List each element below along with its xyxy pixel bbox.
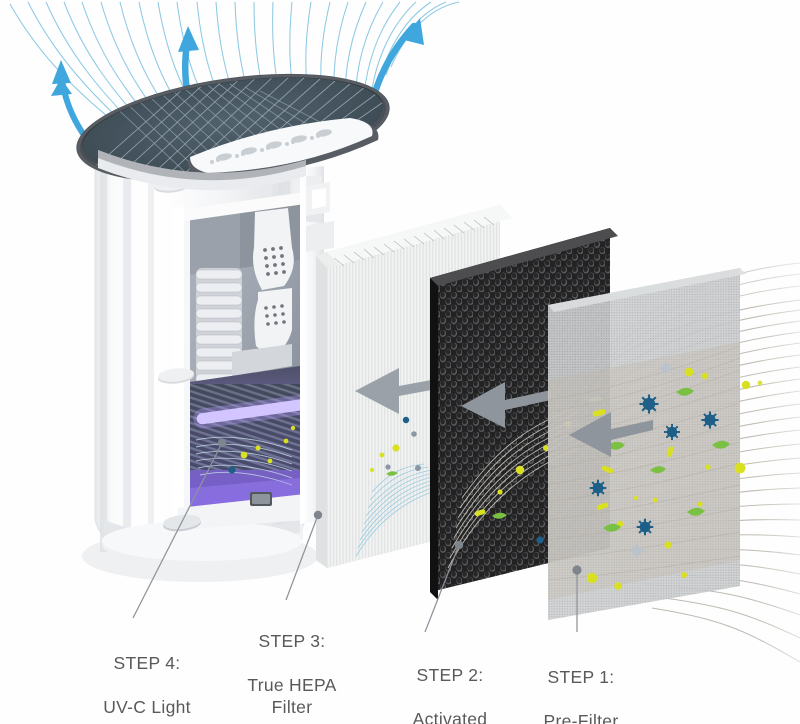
hepa-particles [370, 416, 421, 476]
filter-latch [306, 182, 334, 252]
airflow-arrow-carbon [461, 382, 551, 428]
fan-assembly [195, 268, 243, 400]
control-panel-buttons[interactable] [210, 128, 333, 164]
label-step-2: STEP 2: Activated Carbon Filter [370, 642, 530, 724]
label-step-2-step: STEP 2: [416, 665, 484, 685]
label-step-4: STEP 4: UV-C Light [82, 630, 212, 724]
purifier-top [76, 73, 390, 191]
airflow-arrow-pre-filter [569, 412, 653, 457]
leader-step-2 [424, 544, 460, 633]
label-step-3-step: STEP 3: [258, 631, 326, 651]
leader-step-4 [132, 442, 223, 619]
label-step-3-text: True HEPA Filter [247, 675, 337, 717]
cutaway-edges [172, 192, 305, 530]
label-step-3: STEP 3: True HEPA Filter [228, 608, 356, 724]
label-step-4-text: UV-C Light [103, 697, 191, 717]
leader-step-3 [285, 514, 319, 601]
edge-fade [752, 0, 800, 724]
label-step-1: STEP 1: Pre-Filter [518, 644, 644, 724]
uv-c-chamber [190, 366, 300, 522]
uv-particles [228, 425, 296, 474]
perforated-baffle [232, 208, 294, 376]
label-step-4-step: STEP 4: [113, 653, 181, 673]
purifier-interior [182, 196, 300, 524]
label-step-1-step: STEP 1: [547, 667, 615, 687]
label-step-1-text: Pre-Filter [543, 711, 619, 724]
uv-c-lamp [193, 394, 300, 429]
label-step-2-text: Activated Carbon Filter [412, 709, 488, 724]
pre-filter-particles [586, 361, 763, 590]
leader-endpoint-dots [217, 438, 582, 575]
airflow-arrow-hepa [355, 368, 442, 414]
leader-lines [132, 442, 578, 633]
control-panel[interactable] [187, 118, 379, 178]
pre-filter [548, 268, 763, 620]
